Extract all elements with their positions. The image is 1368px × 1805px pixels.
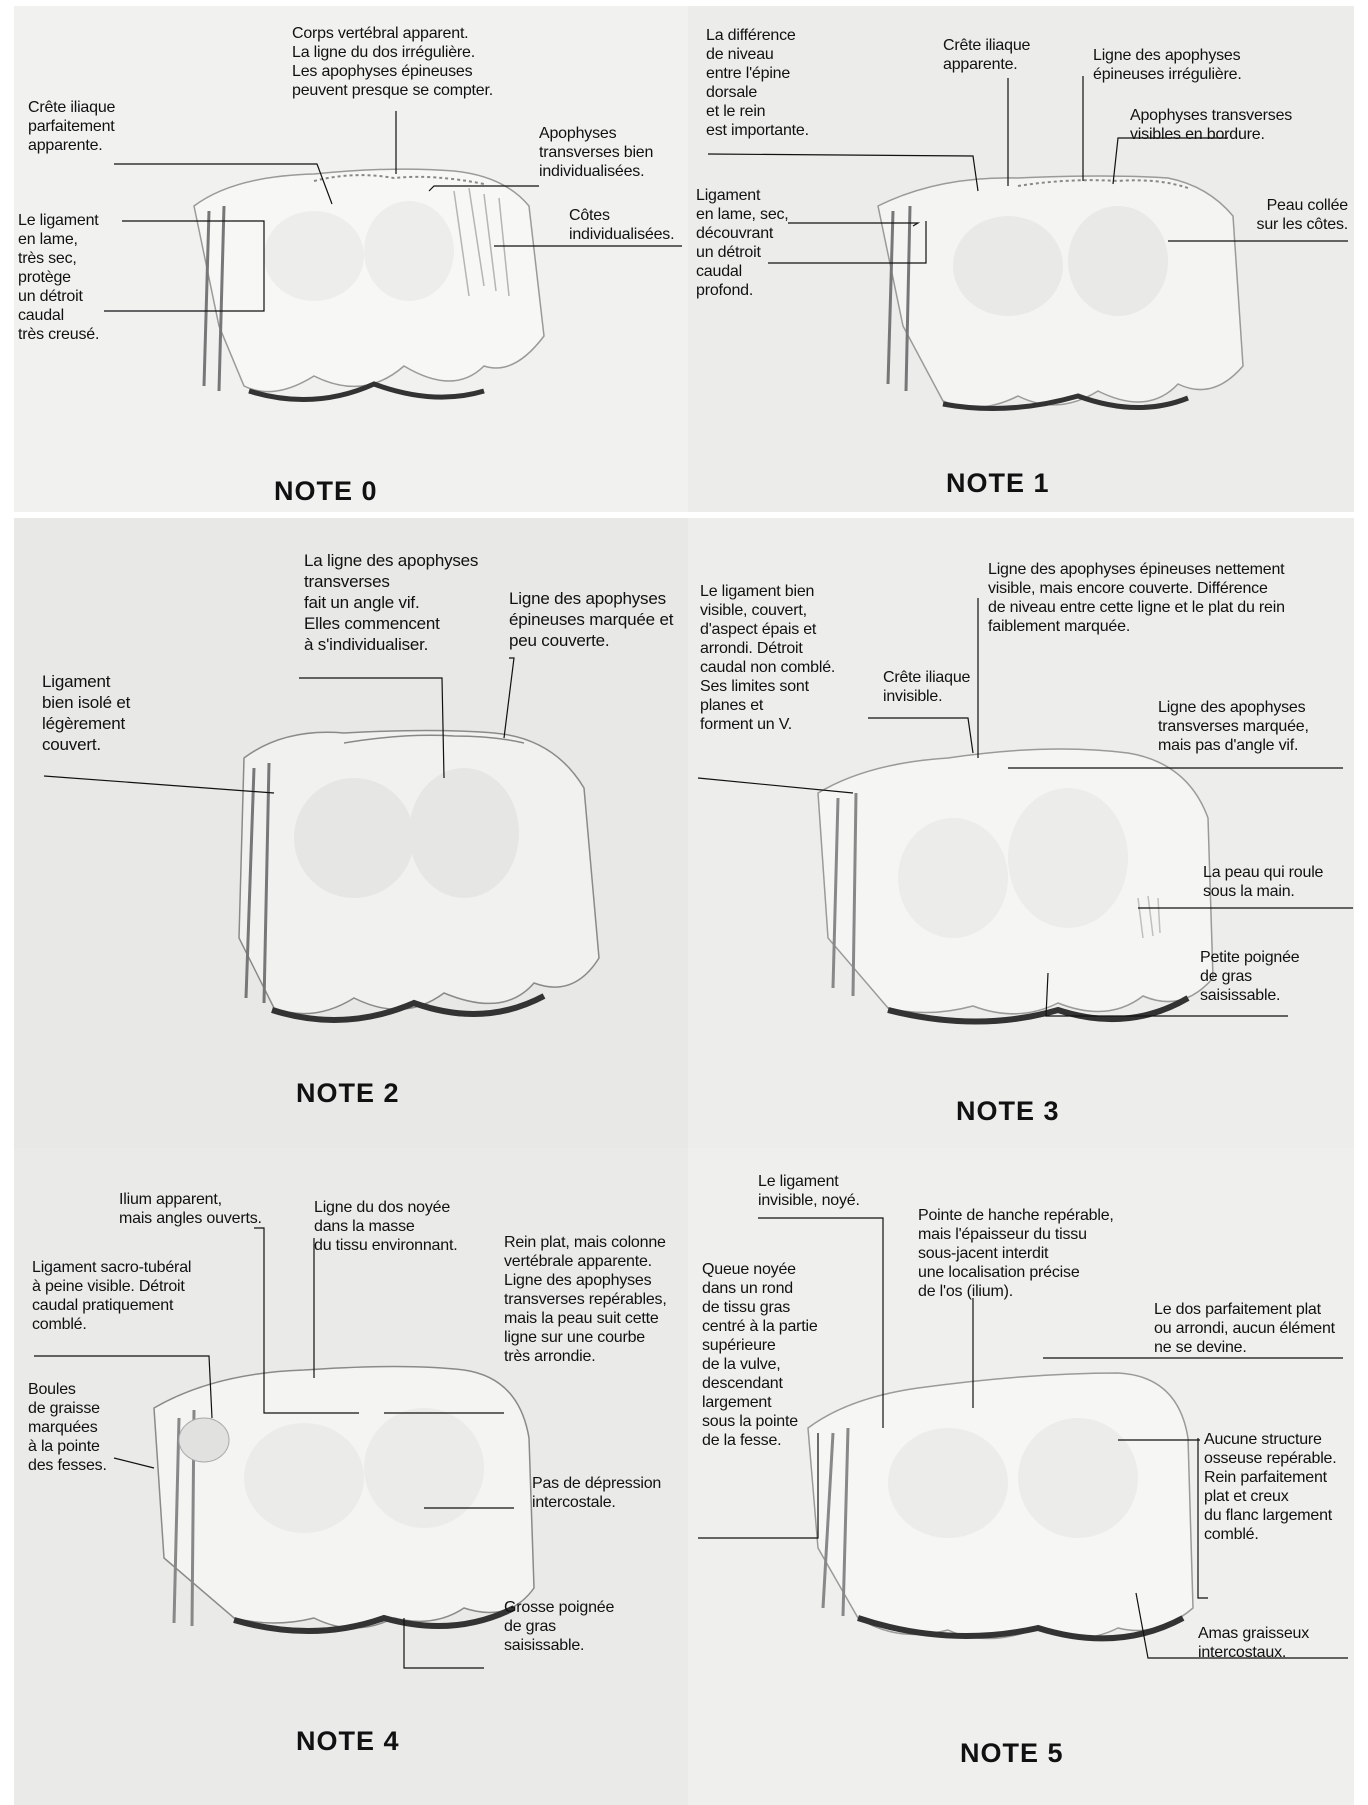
annotation-label: Rein plat, mais colonne vertébrale appar… — [504, 1233, 667, 1366]
annotation-label: Queue noyée dans un rond de tissu gras c… — [702, 1260, 818, 1450]
panel-note-1: La différence de niveau entre l'épine do… — [688, 6, 1354, 512]
annotation-label: Le dos parfaitement plat ou arrondi, auc… — [1154, 1300, 1335, 1357]
annotation-label: Petite poignée de gras saisissable. — [1200, 948, 1300, 1005]
annotation-label: Crête iliaque apparente. — [943, 36, 1030, 74]
annotation-label: Pointe de hanche repérable, mais l'épais… — [918, 1206, 1114, 1301]
annotation-label: Ilium apparent, mais angles ouverts. — [119, 1190, 262, 1228]
panel-note-2: La ligne des apophyses transverses fait … — [14, 518, 688, 1148]
annotation-label: Corps vertébral apparent. La ligne du do… — [292, 24, 493, 100]
panel-note-5: Le ligament invisible, noyé. Pointe de h… — [688, 1148, 1354, 1805]
annotation-label: Ligne du dos noyée dans la masse du tiss… — [314, 1198, 457, 1255]
annotation-label: Ligne des apophyses transverses marquée,… — [1158, 698, 1309, 755]
annotation-label: Boules de graisse marquées à la pointe d… — [28, 1380, 107, 1475]
annotation-label: Côtes individualisées. — [569, 206, 674, 244]
note-title: NOTE 4 — [296, 1726, 400, 1757]
annotation-label: Pas de dépression intercostale. — [532, 1474, 661, 1512]
annotation-label: Le ligament en lame, très sec, protège u… — [18, 211, 99, 344]
note-title: NOTE 1 — [946, 468, 1050, 499]
annotation-label: Apophyses transverses bien individualisé… — [539, 124, 653, 181]
annotation-label: Aucune structure osseuse repérable. Rein… — [1204, 1430, 1337, 1544]
annotation-label: Le ligament invisible, noyé. — [758, 1172, 860, 1210]
panel-note-4: Ilium apparent, mais angles ouverts. Lig… — [14, 1148, 688, 1805]
note-title: NOTE 2 — [296, 1078, 400, 1109]
annotation-label: La peau qui roule sous la main. — [1203, 863, 1323, 901]
annotation-label: La différence de niveau entre l'épine do… — [706, 26, 809, 140]
note-title: NOTE 0 — [274, 476, 378, 507]
annotation-label: Apophyses transverses visibles en bordur… — [1130, 106, 1292, 144]
annotation-label: Ligament bien isolé et légèrement couver… — [42, 671, 130, 755]
annotation-label: Grosse poignée de gras saisissable. — [504, 1598, 614, 1655]
annotation-label: Ligament en lame, sec, découvrant un dét… — [696, 186, 789, 300]
note-title: NOTE 5 — [960, 1738, 1064, 1769]
panel-note-0: Corps vertébral apparent. La ligne du do… — [14, 6, 688, 512]
annotation-label: Amas graisseux intercostaux. — [1198, 1624, 1309, 1662]
annotation-label: Ligne des apophyses épineuses marquée et… — [509, 588, 673, 651]
annotation-label: Peau collée sur les côtes. — [1228, 196, 1348, 234]
annotation-label: Ligne des apophyses épineuses nettement … — [988, 560, 1285, 636]
annotation-label: Ligament sacro-tubéral à peine visible. … — [32, 1258, 191, 1334]
note-title: NOTE 3 — [956, 1096, 1060, 1127]
annotation-label: La ligne des apophyses transverses fait … — [304, 550, 478, 655]
annotation-label: Crête iliaque invisible. — [883, 668, 970, 706]
annotation-label: Crête iliaque parfaitement apparente. — [28, 98, 115, 155]
annotation-label: Ligne des apophyses épineuses irrégulièr… — [1093, 46, 1242, 84]
panel-note-3: Le ligament bien visible, couvert, d'asp… — [688, 518, 1354, 1148]
annotation-label: Le ligament bien visible, couvert, d'asp… — [700, 582, 835, 734]
